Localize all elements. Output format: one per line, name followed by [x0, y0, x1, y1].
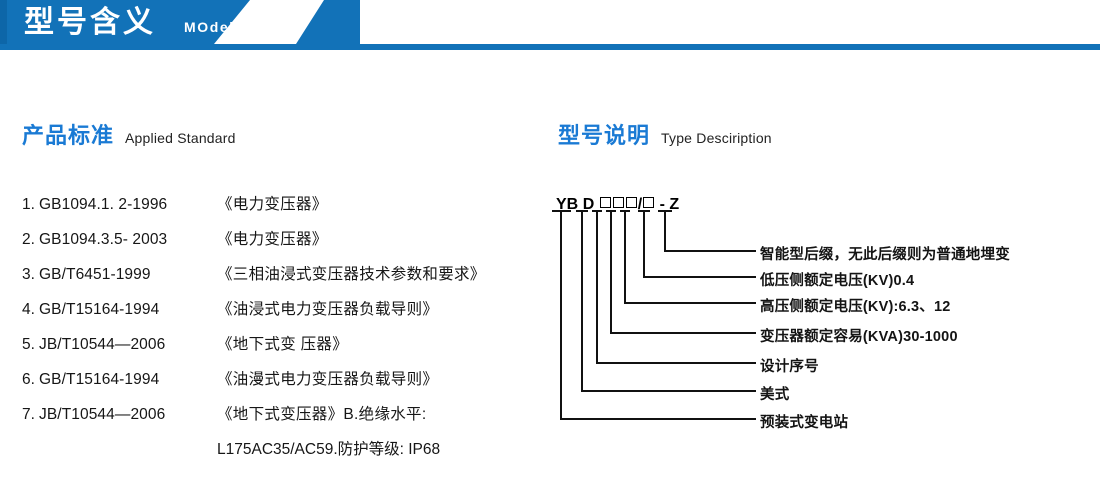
standard-name: 《地下式变压器》B.绝缘水平:: [217, 406, 427, 423]
standard-number: 2.: [22, 231, 35, 248]
section-heading-type-description: 型号说明 Type Desciription: [558, 118, 772, 150]
description-label-1: 智能型后缀，无此后缀则为普通地埋变: [760, 247, 1010, 263]
header-bottom-strip: [0, 44, 1100, 50]
list-item: 5. JB/T10544—2006 《地下式变 压器》: [22, 332, 542, 367]
applied-standard-list: 1. GB1094.1. 2-1996 《电力变压器》 2. GB1094.3.…: [22, 192, 542, 472]
model-code-d: D: [582, 196, 595, 213]
standard-number: 6.: [22, 371, 35, 388]
standard-number: 4.: [22, 301, 35, 318]
header-accent-shard: [296, 0, 360, 44]
description-label-7: 预装式变电站: [760, 415, 849, 431]
standard-code: JB/T10544—2006: [39, 406, 166, 423]
page-header: 型号含义 MOdel maning: [0, 0, 1100, 52]
header-banner-shape: [0, 0, 250, 44]
continuation-spacer: [22, 437, 217, 472]
model-code-string: YB D / - Z: [556, 196, 679, 214]
standard-number: 3.: [22, 266, 35, 283]
standard-number: 5.: [22, 336, 35, 353]
standard-name: 《电力变压器》: [217, 231, 328, 248]
model-code-box-1: [599, 197, 611, 208]
standard-code: GB1094.3.5- 2003: [39, 231, 168, 248]
leader-line-3: [624, 211, 756, 304]
standard-code: GB/T15164-1994: [39, 301, 160, 318]
list-item: 3. GB/T6451-1999 《三相油浸式变压器技术参数和要求》: [22, 262, 542, 297]
leader-line-6: [581, 211, 756, 392]
list-item: 4. GB/T15164-1994 《油浸式电力变压器负载导则》: [22, 297, 542, 332]
list-item: 6. GB/T15164-1994 《油漫式电力变压器负载导则》: [22, 367, 542, 402]
standard-code: JB/T10544—2006: [39, 336, 166, 353]
standard-continuation-line: L175AC35/AC59.防护等级: IP68: [22, 437, 542, 472]
header-title-cn: 型号含义: [24, 6, 156, 39]
model-code-box-4: [643, 197, 655, 208]
model-code-slash: /: [637, 196, 643, 213]
description-label-2: 低压侧额定电压(KV)0.4: [760, 273, 915, 289]
section-heading-applied-standard: 产品标准 Applied Standard: [22, 118, 236, 150]
standard-name: 《三相油浸式变压器技术参数和要求》: [217, 266, 486, 283]
list-item: 2. GB1094.3.5- 2003 《电力变压器》: [22, 227, 542, 262]
list-item: 1. GB1094.1. 2-1996 《电力变压器》: [22, 192, 542, 227]
list-item: 7. JB/T10544—2006 《地下式变压器》B.绝缘水平:: [22, 402, 542, 437]
description-label-3: 高压侧额定电压(KV):6.3、12: [760, 299, 951, 315]
section-heading-right-cn: 型号说明: [558, 123, 651, 148]
model-code-box-3: [625, 197, 637, 208]
description-label-5: 设计序号: [760, 359, 819, 375]
standard-name: 《油漫式电力变压器负载导则》: [217, 371, 439, 388]
description-label-6: 美式: [760, 387, 790, 403]
leader-line-5: [596, 211, 756, 364]
leader-line-4: [610, 211, 756, 334]
description-label-4: 变压器额定容易(KVA)30-1000: [760, 329, 958, 345]
standard-code: GB/T6451-1999: [39, 266, 151, 283]
standard-number: 7.: [22, 406, 35, 423]
model-code-yb: YB: [556, 196, 579, 213]
standard-code: GB/T15164-1994: [39, 371, 160, 388]
section-heading-left-en: Applied Standard: [125, 130, 236, 146]
model-code-box-2: [612, 197, 624, 208]
leader-line-7: [560, 211, 756, 420]
standard-name: 《地下式变 压器》: [217, 336, 349, 353]
standard-continuation-text: L175AC35/AC59.防护等级: IP68: [217, 441, 441, 458]
standard-name: 《电力变压器》: [217, 196, 328, 213]
header-left-accent-edge: [0, 0, 7, 44]
model-code-dash: -: [659, 196, 665, 213]
standard-number: 1.: [22, 196, 35, 213]
standard-code: GB1094.1. 2-1996: [39, 196, 168, 213]
leader-line-1: [664, 211, 756, 252]
header-title-en: MOdel maning: [184, 19, 300, 35]
leader-line-2: [643, 211, 756, 278]
standard-name: 《油浸式电力变压器负载导则》: [217, 301, 439, 318]
model-code-z: Z: [669, 196, 680, 213]
section-heading-left-cn: 产品标准: [22, 123, 115, 148]
section-heading-right-en: Type Desciription: [661, 130, 772, 146]
